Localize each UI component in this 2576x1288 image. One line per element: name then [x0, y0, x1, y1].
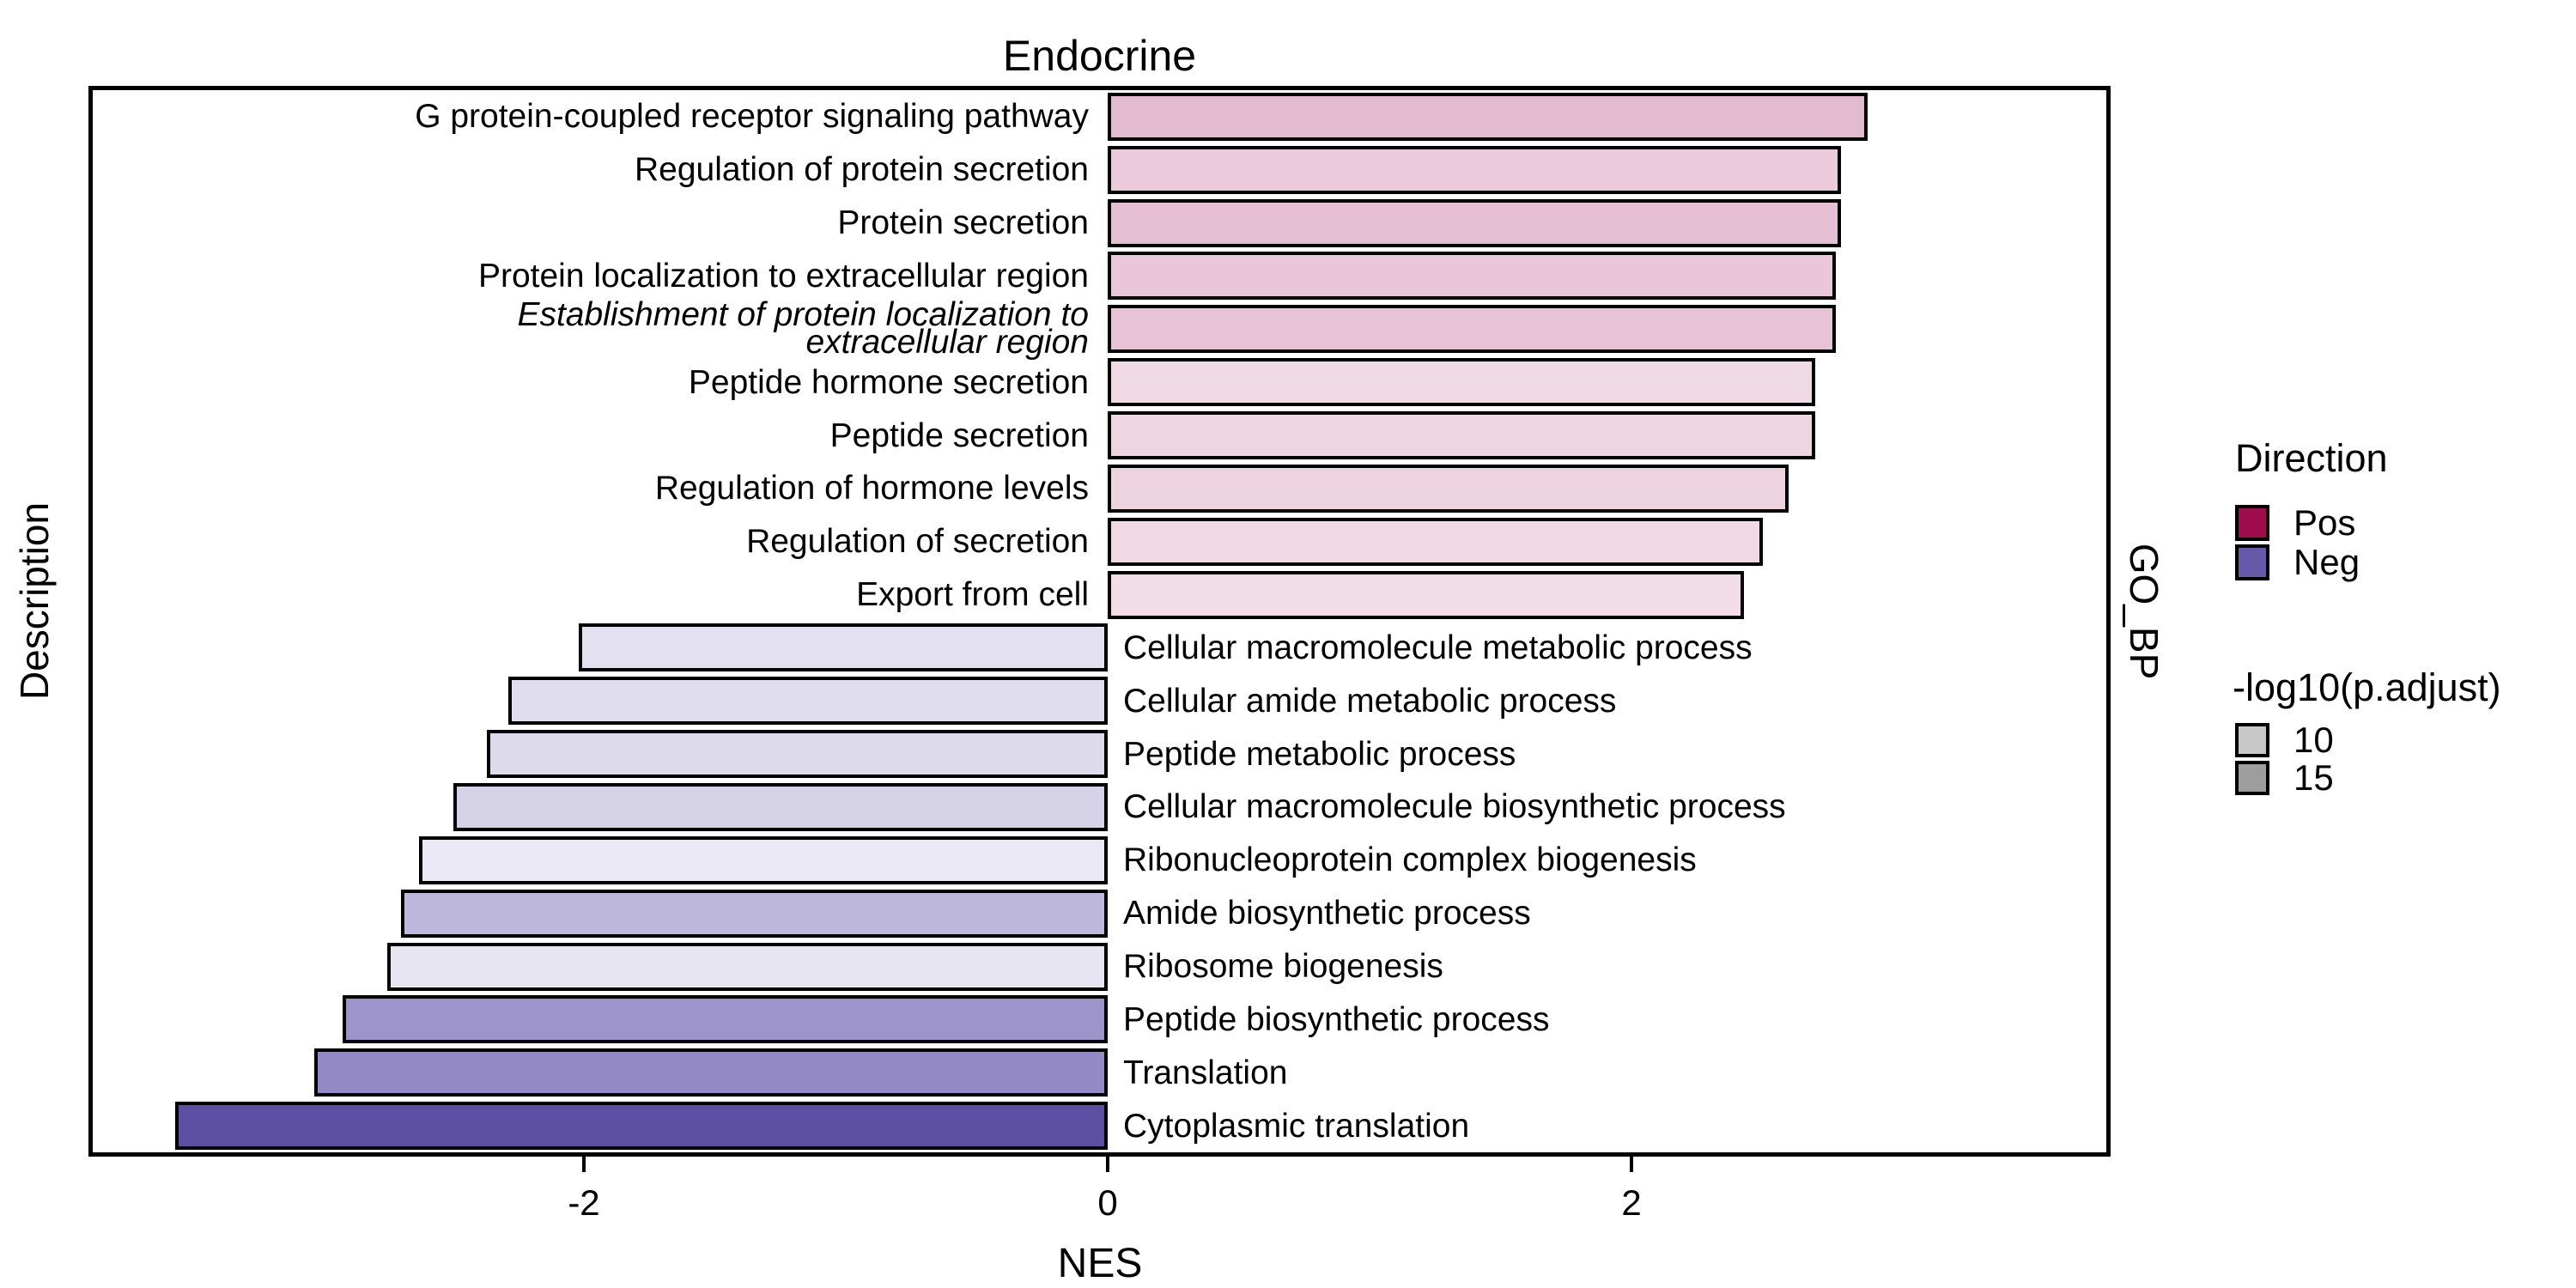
- legend-neg-swatch: [2235, 544, 2269, 580]
- y-axis-title-left: Description: [12, 501, 57, 701]
- bar-label: Cytoplasmic translation: [1123, 1107, 1470, 1145]
- bar-label: Amide biosynthetic process: [1123, 895, 1531, 933]
- bar-label: Regulation of hormone levels: [654, 470, 1089, 507]
- bar-label: Establishment of protein localization to…: [517, 296, 1089, 361]
- bar-label: Protein localization to extracellular re…: [477, 257, 1089, 295]
- bars-layer: G protein-coupled receptor signaling pat…: [93, 90, 2106, 1152]
- legend-significance-title: -log10(p.adjust): [2233, 665, 2501, 709]
- bar-label: G protein-coupled receptor signaling pat…: [415, 98, 1089, 136]
- bar: [453, 782, 1108, 831]
- y-axis-title-right: GO_BP: [2122, 543, 2166, 680]
- bar: [313, 1048, 1108, 1097]
- bar: [1108, 305, 1836, 354]
- x-axis-tick: [582, 1157, 586, 1172]
- legend-sig10-label: 10: [2293, 720, 2334, 760]
- bar: [175, 1102, 1108, 1151]
- bar-label: Peptide biosynthetic process: [1123, 1000, 1550, 1038]
- bar: [1108, 198, 1841, 247]
- bar-label: Peptide secretion: [829, 416, 1089, 454]
- bar-label: Ribosome biogenesis: [1123, 948, 1443, 986]
- bar: [1108, 252, 1836, 301]
- legend-pos-swatch: [2235, 505, 2269, 541]
- bar: [343, 995, 1108, 1044]
- legend-direction-title: Direction: [2235, 436, 2388, 480]
- bar: [578, 623, 1108, 672]
- legend-sig15-swatch: [2235, 761, 2269, 795]
- bar: [1108, 464, 1789, 513]
- x-axis-tick-label: -2: [568, 1182, 600, 1223]
- bar: [400, 889, 1108, 938]
- bar: [1108, 411, 1815, 460]
- plot-panel: G protein-coupled receptor signaling pat…: [88, 86, 2111, 1157]
- bar-label: Peptide metabolic process: [1123, 735, 1516, 773]
- x-axis-title: NES: [1057, 1241, 1143, 1286]
- bar: [1108, 358, 1815, 407]
- bar: [507, 677, 1108, 726]
- legend-sig10-swatch: [2235, 723, 2269, 757]
- legend-pos-label: Pos: [2293, 502, 2356, 543]
- bar-label: Cellular macromolecule metabolic process: [1123, 629, 1753, 666]
- x-axis-tick: [1630, 1157, 1633, 1172]
- bar: [1108, 92, 1868, 141]
- legend-sig15-label: 15: [2293, 757, 2334, 798]
- bar-label: Regulation of protein secretion: [635, 151, 1089, 189]
- x-axis-tick-label: 2: [1621, 1182, 1642, 1223]
- bar-label: Protein secretion: [837, 204, 1089, 242]
- x-axis-tick: [1106, 1157, 1109, 1172]
- bar-label: Cellular amide metabolic process: [1123, 682, 1617, 720]
- bar-label: Regulation of secretion: [746, 523, 1089, 561]
- bar-label: Cellular macromolecule biosynthetic proc…: [1123, 788, 1786, 826]
- bar-label: Ribonucleoprotein complex biogenesis: [1123, 841, 1697, 879]
- bar-label: Export from cell: [856, 576, 1089, 614]
- bar: [1108, 517, 1763, 566]
- chart-title: Endocrine: [1002, 32, 1197, 80]
- bar: [487, 730, 1108, 779]
- legend-neg-label: Neg: [2293, 542, 2360, 582]
- bar: [418, 835, 1108, 884]
- x-axis-tick-label: 0: [1097, 1182, 1118, 1223]
- bar-label: Peptide hormone secretion: [688, 363, 1089, 401]
- bar: [1108, 570, 1745, 619]
- bar-label: Translation: [1123, 1054, 1288, 1091]
- bar: [387, 942, 1108, 991]
- bar: [1108, 145, 1841, 194]
